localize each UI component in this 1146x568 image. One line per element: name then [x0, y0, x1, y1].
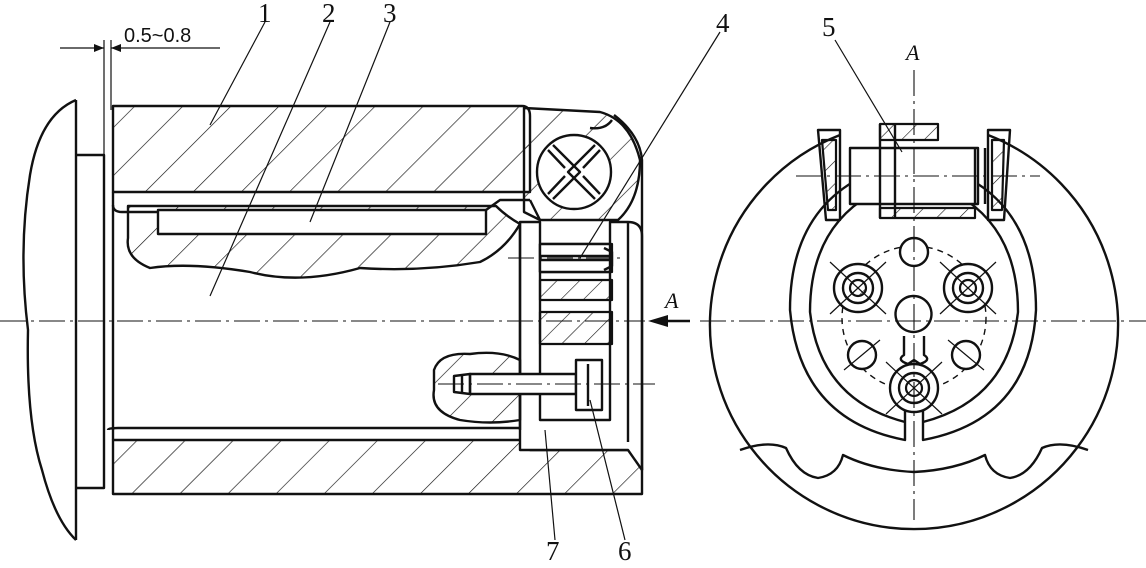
dimension-gap: 0.5~0.8 — [60, 25, 220, 110]
callout-5: 5 — [822, 12, 836, 42]
part-7-outer-wall — [613, 114, 644, 470]
section-arrow — [648, 315, 668, 327]
inner-plate — [788, 176, 1038, 442]
section-view: A 0.5~0.8 — [0, 21, 721, 541]
section-view-label: A — [904, 40, 920, 65]
callout-4: 4 — [716, 8, 730, 38]
part-7-bracket — [538, 278, 614, 302]
screw-boss-left — [829, 261, 887, 315]
end-view-a: A — [700, 39, 1146, 531]
callout-3: 3 — [383, 0, 397, 28]
clamp-post-left — [816, 128, 842, 222]
spindle-face — [22, 98, 77, 541]
dimension-label: 0.5~0.8 — [124, 25, 191, 47]
part-1-workpiece-top — [111, 104, 532, 194]
callout-1: 1 — [258, 0, 272, 28]
callout-7: 7 — [546, 536, 560, 566]
callout-6: 6 — [618, 536, 632, 566]
part-7-bracket-lower — [538, 310, 614, 346]
fixture-body-outline — [708, 133, 1120, 531]
section-arrow-label: A — [663, 288, 679, 313]
screw-boss-right — [939, 261, 997, 315]
clamp-post-right — [986, 128, 1012, 222]
callout-2: 2 — [322, 0, 336, 28]
part-3-key — [156, 208, 488, 236]
